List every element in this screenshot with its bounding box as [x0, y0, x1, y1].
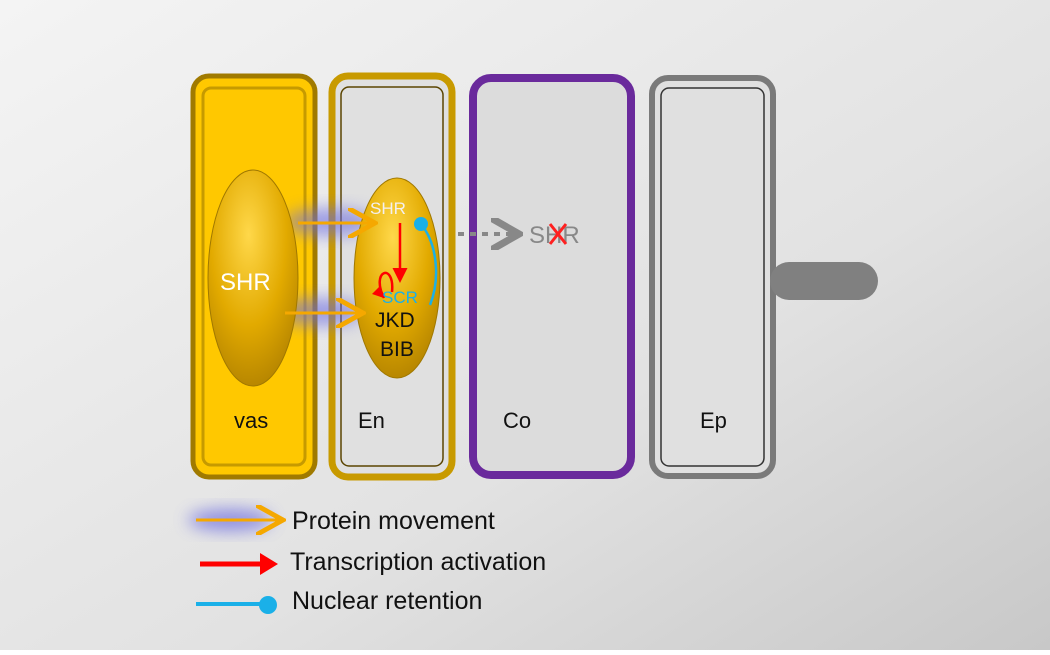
ep-extension — [770, 262, 878, 300]
label-shr-blocked: SHR — [529, 222, 580, 249]
label-scr: SCR — [382, 288, 418, 307]
label-shr-vas: SHR — [220, 269, 271, 296]
label-jkd: JKD — [375, 309, 415, 332]
retention-line — [420, 223, 438, 306]
retention-dot — [259, 596, 277, 614]
cell-label-en: En — [358, 408, 385, 433]
legend-label: Protein movement — [292, 507, 495, 535]
legend: Protein movement Transcription activatio… — [188, 507, 546, 615]
retention-dot — [414, 217, 428, 231]
label-bib: BIB — [380, 338, 414, 361]
cell-label-vas: vas — [234, 408, 268, 433]
legend-label: Transcription activation — [290, 548, 546, 576]
blocked-x-icon — [548, 223, 568, 245]
vas-nucleus — [207, 169, 299, 387]
cell-label-co: Co — [503, 408, 531, 433]
cell-co — [469, 74, 635, 479]
label-shr-en: SHR — [370, 199, 406, 218]
cell-label-ep: Ep — [700, 408, 727, 433]
legend-label: Nuclear retention — [292, 587, 482, 615]
